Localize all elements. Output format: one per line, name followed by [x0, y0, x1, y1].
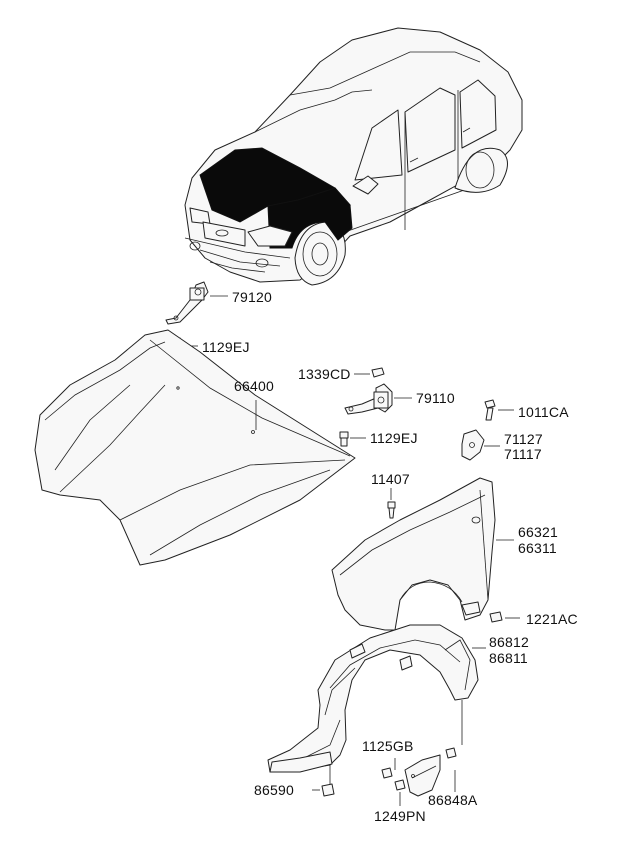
bolt-1011ca: [484, 399, 514, 421]
screw-1221ac: [489, 611, 520, 623]
part-label-86812: 86812: [489, 634, 529, 650]
clip-86590: [312, 765, 335, 797]
part-label-66400: 66400: [234, 378, 274, 394]
part-label-1221ac: 1221AC: [526, 611, 578, 627]
bolt-1129ej-lower: [339, 431, 366, 447]
part-label-66321: 66321: [518, 524, 558, 540]
part-label-86590: 86590: [254, 782, 294, 798]
hinge-79110: [344, 367, 412, 415]
part-label-71127: 71127: [504, 431, 543, 447]
fender-liner-86812-86811: [267, 624, 486, 773]
bolt-11407: [387, 488, 396, 519]
part-label-79110: 79110: [416, 390, 455, 406]
part-label-86811: 86811: [489, 650, 528, 666]
hood-panel-66400: [34, 329, 356, 566]
part-label-71117: 71117: [504, 446, 542, 462]
bolt-1125gb: [381, 758, 396, 779]
vehicle-illustration: [184, 27, 523, 286]
part-label-1011ca: 1011CA: [518, 404, 569, 420]
front-fender-66321-66311: [331, 477, 514, 631]
part-label-1249pn: 1249PN: [374, 808, 426, 824]
hinge-79120: [165, 281, 228, 325]
part-label-1129ej-lower: 1129EJ: [370, 430, 418, 446]
bracket-71127-71117: [461, 429, 500, 461]
part-label-86848a: 86848A: [428, 792, 478, 808]
part-label-79120: 79120: [232, 289, 272, 305]
bolt-1249pn: [394, 779, 406, 806]
part-label-66311: 66311: [518, 540, 557, 556]
part-label-1339cd: 1339CD: [298, 366, 351, 382]
part-label-1125gb: 1125GB: [362, 738, 414, 754]
part-label-1129ej-upper: 1129EJ: [202, 339, 250, 355]
mud-flap-86848a: [404, 700, 463, 797]
part-label-11407: 11407: [371, 471, 410, 487]
